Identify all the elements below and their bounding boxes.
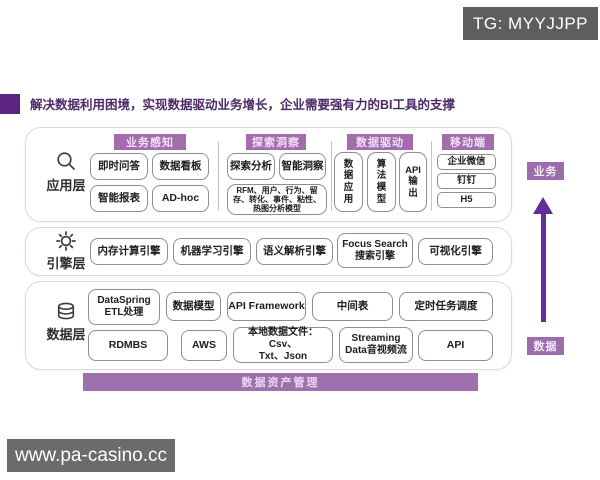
watermark-url: www.pa-casino.cc [7,439,175,472]
data-box-api: API [418,330,493,361]
app-box-dingtalk: 钉钉 [437,173,496,189]
app-box-data-application: 数 据 应 用 [334,152,363,212]
magnifier-icon [55,150,77,172]
data-box-rdmbs: RDMBS [88,330,168,361]
section-header-explore-insight: 探索洞察 [246,134,306,150]
app-box-data-dashboard: 数据看板 [152,153,209,180]
engine-layer-label: 引擎层 [46,256,86,271]
database-icon [55,301,77,323]
application-layer-label: 应用层 [46,178,86,193]
engine-box-machine-learning: 机器学习引擎 [173,238,251,265]
title-accent-square [0,94,20,114]
app-box-api-output: API 输 出 [399,152,427,212]
app-box-wecom: 企业微信 [437,154,496,170]
data-box-streaming-data: Streaming Data音视频流 [339,327,413,363]
section-divider [431,141,432,211]
flow-badge-data: 数据 [527,337,564,355]
data-box-api-framework: API Framework [227,292,306,321]
section-divider [331,141,332,211]
app-box-explore-analysis: 探索分析 [227,153,275,180]
engine-box-semantic-parsing: 语义解析引擎 [256,238,333,265]
data-asset-management-bar: 数据资产管理 [83,373,478,391]
app-box-analysis-models: RFM、用户、行为、留 存、转化、事件、粘性、 热图分析模型 [227,184,327,215]
app-box-algorithm-model: 算 法 模 型 [367,152,396,212]
gear-icon [55,230,77,252]
app-box-h5: H5 [437,192,496,208]
tg-contact-badge: TG: MYYJJPP [463,7,598,40]
data-box-intermediate-table: 中间表 [312,292,393,321]
app-box-instant-qa: 即时问答 [90,153,148,180]
data-box-scheduled-tasks: 定时任务调度 [399,292,493,321]
section-header-mobile: 移动端 [442,134,494,150]
data-layer-label: 数据层 [46,327,86,342]
data-box-local-files: 本地数据文件：Csv、 Txt、Json [233,327,333,363]
app-box-smart-report: 智能报表 [90,185,148,212]
data-box-aws: AWS [181,330,227,361]
engine-box-visualization: 可视化引擎 [418,238,493,265]
engine-box-memory-compute: 内存计算引擎 [90,238,168,265]
page-title: 解决数据利用困境，实现数据驱动业务增长，企业需要强有力的BI工具的支撑 [30,97,456,112]
engine-box-focus-search: Focus Search 搜索引擎 [337,233,413,268]
flow-badge-business: 业务 [527,162,564,180]
app-box-smart-insight: 智能洞察 [279,153,326,180]
data-box-dataspring-etl: DataSpring ETL处理 [88,289,160,325]
up-arrow-icon [533,197,553,214]
section-header-business-sense: 业务感知 [114,134,186,150]
app-box-adhoc: AD-hoc [152,185,209,212]
data-box-data-model: 数据模型 [166,292,221,321]
section-header-data-driven: 数据驱动 [347,134,413,150]
section-divider [218,141,219,211]
up-arrow-shaft [541,212,546,322]
